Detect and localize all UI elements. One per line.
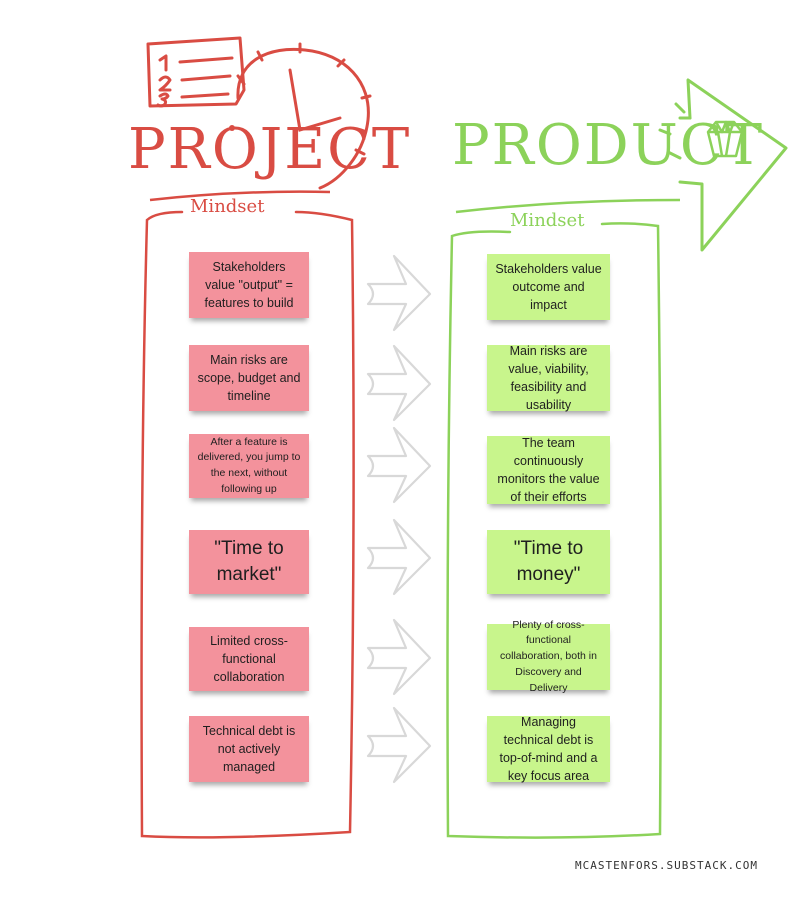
project-note: "Time to market" xyxy=(189,530,309,594)
project-note: Limited cross-functional collaboration xyxy=(189,627,309,691)
product-column-frame xyxy=(446,222,662,839)
project-note: Main risks are scope, budget and timelin… xyxy=(189,345,309,411)
transition-arrows xyxy=(366,254,432,784)
chevron-arrow-icon xyxy=(366,618,432,696)
product-underline xyxy=(455,198,681,214)
dot xyxy=(229,125,235,131)
product-note: Stakeholders value outcome and impact xyxy=(487,254,610,320)
chevron-arrow-icon xyxy=(366,254,432,332)
product-note: Main risks are value, viability, feasibi… xyxy=(487,344,610,412)
chevron-arrow-icon xyxy=(366,518,432,596)
project-note: Technical debt is not actively managed xyxy=(189,716,309,782)
gem-icon xyxy=(706,120,744,158)
project-underline xyxy=(149,190,331,202)
footer-credit: MCASTENFORS.SUBSTACK.COM xyxy=(575,859,758,872)
chevron-arrow-icon xyxy=(366,706,432,784)
chevron-arrow-icon xyxy=(366,344,432,422)
product-note: The team continuously monitors the value… xyxy=(487,436,610,504)
project-title: PROJECT xyxy=(128,117,412,182)
product-note: "Time to money" xyxy=(487,530,610,594)
project-note: After a feature is delivered, you jump t… xyxy=(189,434,309,498)
chevron-arrow-icon xyxy=(366,426,432,504)
product-title: PRODUCT xyxy=(452,113,765,178)
product-note: Managing technical debt is top-of-mind a… xyxy=(487,715,610,783)
product-note: Plenty of cross-functional collaboration… xyxy=(487,619,610,694)
project-column-frame xyxy=(140,210,355,839)
project-note: Stakeholders value "output" = features t… xyxy=(189,252,309,318)
arrow-icon xyxy=(658,78,788,252)
project-subtitle: Mindset xyxy=(190,196,265,217)
clock-icon xyxy=(236,42,372,190)
numbered-list-icon xyxy=(146,36,246,108)
product-subtitle: Mindset xyxy=(510,210,585,231)
